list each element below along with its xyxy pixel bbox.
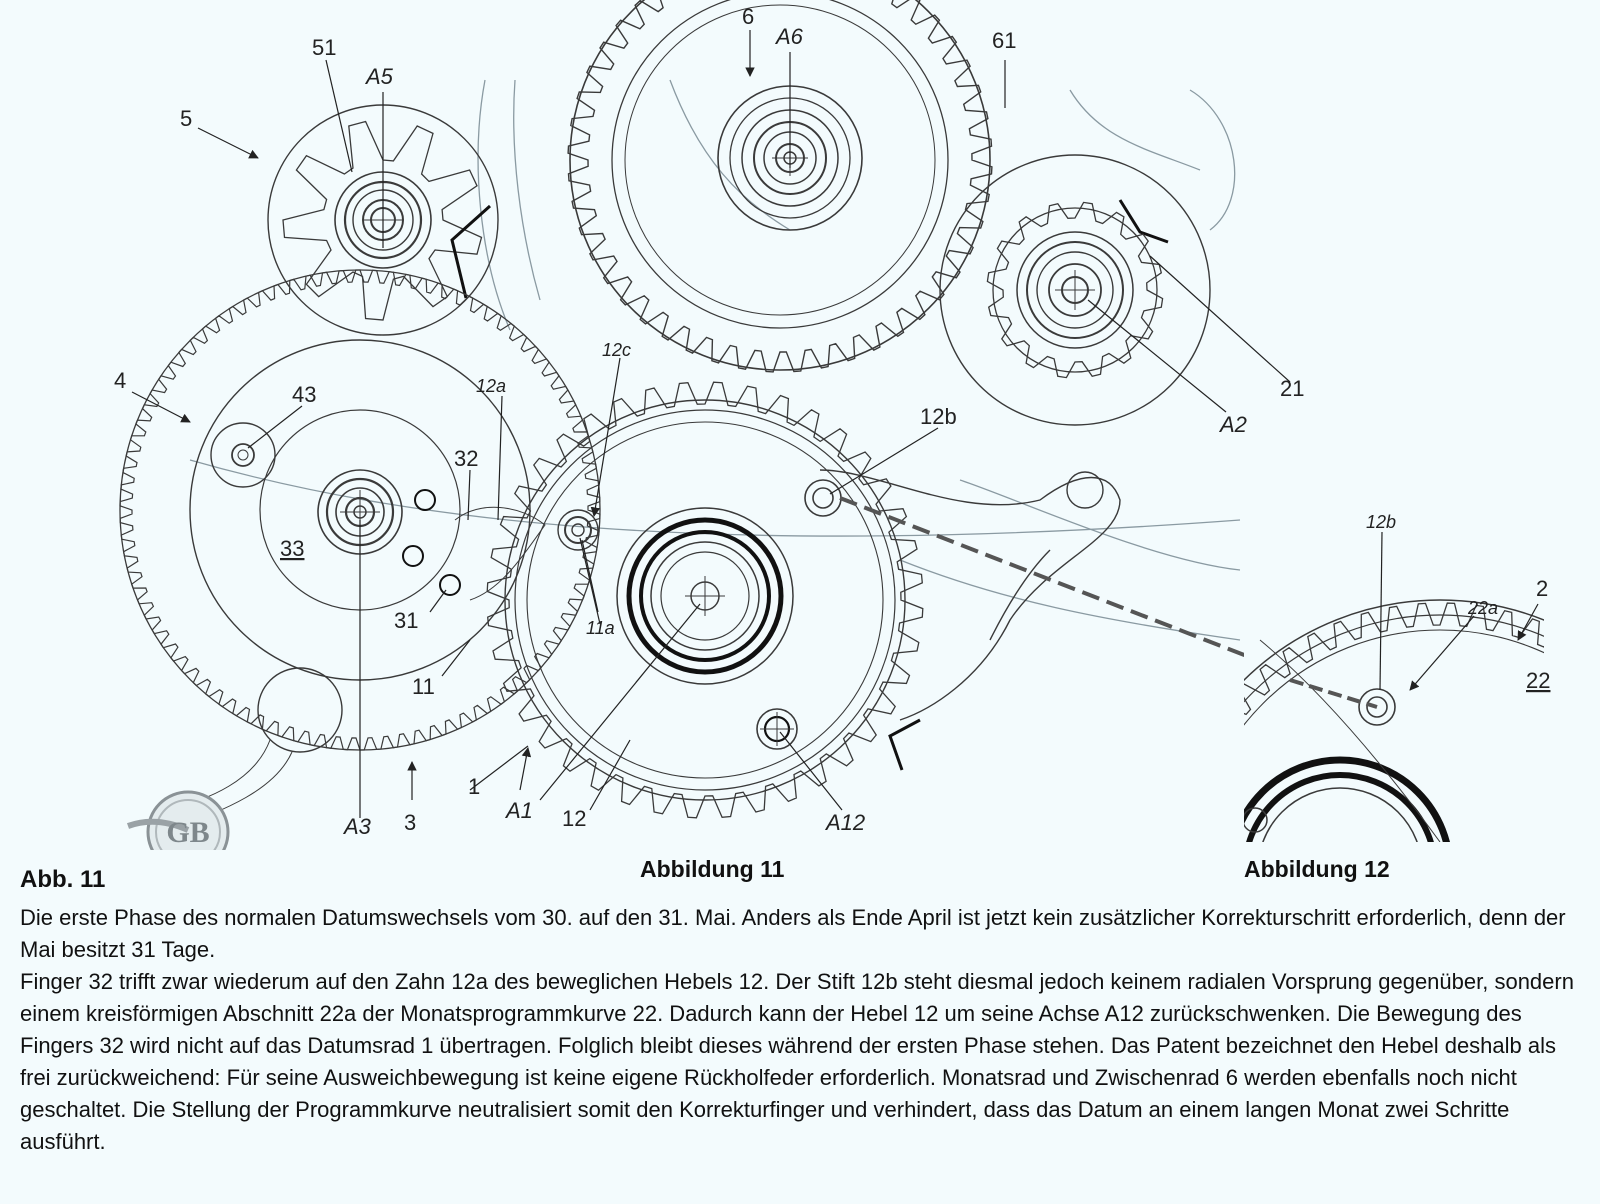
- label-12a: 12a: [476, 376, 506, 396]
- label-A5: A5: [364, 64, 394, 89]
- label-6: 6: [742, 4, 754, 29]
- gb-logo-text: GB: [166, 816, 209, 849]
- inset-label-2: 2: [1536, 576, 1548, 601]
- description-paragraph-1: Die erste Phase des normalen Datumswechs…: [20, 905, 1566, 962]
- gb-logo: GB: [126, 790, 230, 850]
- label-11a: 11a: [586, 618, 615, 638]
- date-wheel-1: [486, 381, 924, 819]
- label-33: 33: [280, 536, 304, 561]
- label-1: 1: [468, 774, 480, 799]
- connection-dashed-line: [839, 496, 1361, 702]
- label-12b: 12b: [920, 404, 957, 429]
- inset-label-22: 22: [1526, 668, 1550, 693]
- label-5: 5: [180, 106, 192, 131]
- description-paragraph-2: Finger 32 trifft zwar wiederum auf den Z…: [20, 969, 1574, 1154]
- label-11: 11: [412, 674, 435, 699]
- figure-description: Die erste Phase des normalen Datumswechs…: [20, 902, 1590, 1158]
- label-12: 12: [562, 806, 586, 831]
- leader-lines: [131, 30, 1539, 818]
- inset-label-22a: 22a: [1467, 598, 1498, 618]
- label-A3: A3: [342, 814, 372, 839]
- part-labels: 5 51 A5 6 A6 61 4 43 12a 12c 12b 21 A2 3…: [114, 4, 1550, 839]
- label-4: 4: [114, 368, 126, 393]
- label-31: 31: [394, 608, 418, 633]
- month-wheel-2: [939, 154, 1211, 426]
- label-A12: A12: [824, 810, 865, 835]
- label-32: 32: [454, 446, 478, 471]
- label-3: 3: [404, 810, 416, 835]
- label-43: 43: [292, 382, 316, 407]
- lever-12: [819, 469, 1121, 721]
- caption-abbildung-11: Abbildung 11: [640, 856, 785, 882]
- label-A6: A6: [774, 24, 804, 49]
- label-A1: A1: [504, 798, 533, 823]
- label-A2: A2: [1218, 412, 1247, 437]
- label-21: 21: [1280, 376, 1304, 401]
- mechanism-drawing: 5 51 A5 6 A6 61 4 43 12a 12c 12b 21 A2 3…: [114, 0, 1550, 850]
- label-51: 51: [312, 35, 336, 60]
- detail-view-abbildung-12: [1244, 560, 1544, 842]
- caption-abbildung-12: Abbildung 12: [1244, 856, 1390, 882]
- intermediate-wheel-6: [567, 0, 993, 373]
- figure-title: Abb. 11: [20, 866, 106, 893]
- inset-label-12b: 12b: [1366, 512, 1396, 532]
- label-61: 61: [992, 28, 1016, 53]
- label-12c: 12c: [602, 340, 631, 360]
